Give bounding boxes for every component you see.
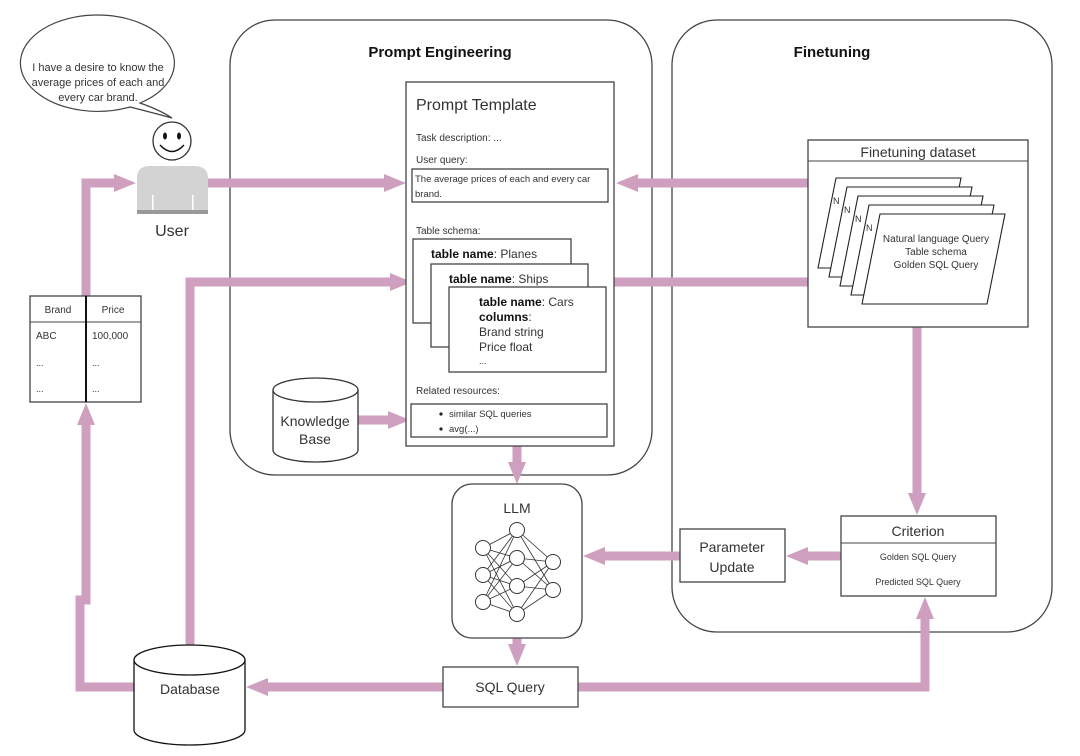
nn-node xyxy=(475,540,491,556)
svg-text:...: ... xyxy=(36,358,44,368)
svg-text:LLM: LLM xyxy=(503,500,530,516)
svg-text:brand.: brand. xyxy=(415,189,442,200)
svg-text:Database: Database xyxy=(160,681,220,697)
svg-text:Base: Base xyxy=(299,431,331,447)
svg-text:Finetuning dataset: Finetuning dataset xyxy=(860,144,975,160)
finetuning-title: Finetuning xyxy=(794,44,871,61)
svg-text:Criterion: Criterion xyxy=(892,523,945,539)
svg-text:ABC: ABC xyxy=(36,331,57,342)
nn-edge xyxy=(482,547,518,587)
svg-text:I have a desire to know the: I have a desire to know the xyxy=(32,62,163,74)
llm-box: LLM xyxy=(451,483,583,639)
svg-text:average prices of each and: average prices of each and xyxy=(32,77,165,89)
svg-text:table name: Ships: table name: Ships xyxy=(449,272,548,286)
svg-text:Brand string: Brand string xyxy=(479,325,544,339)
svg-text:Related resources:: Related resources: xyxy=(416,386,500,397)
criterion-box: Criterion Golden SQL Query Predicted SQL… xyxy=(840,515,997,597)
svg-text:every car brand.: every car brand. xyxy=(58,92,137,104)
nn-node xyxy=(509,522,525,538)
arrow-sql-to-criterion xyxy=(578,597,934,692)
svg-text:Natural language Query: Natural language Query xyxy=(883,234,989,245)
svg-text:...: ... xyxy=(36,384,44,394)
dataset-sample-letter: N xyxy=(866,223,873,233)
svg-text:100,000: 100,000 xyxy=(92,331,129,342)
svg-text:...: ... xyxy=(92,384,100,394)
svg-text:Parameter: Parameter xyxy=(699,539,765,555)
arrow-table-to-user xyxy=(81,174,136,296)
arrows xyxy=(75,174,934,696)
knowledge-base-cylinder: Knowledge Base xyxy=(272,377,359,463)
svg-text:User query:: User query: xyxy=(416,155,468,166)
nn-edge xyxy=(482,547,518,615)
nn-edge xyxy=(482,529,518,576)
nn-node xyxy=(475,567,491,583)
svg-text:...: ... xyxy=(479,356,487,366)
sql-query-box xyxy=(442,666,579,708)
svg-text:Knowledge: Knowledge xyxy=(280,413,349,429)
svg-text:Update: Update xyxy=(709,559,754,575)
nn-node xyxy=(475,594,491,610)
prompt-template: Prompt Template Task description: ... Us… xyxy=(405,81,615,447)
nn-node xyxy=(509,606,525,622)
neural-network-icon xyxy=(475,522,561,622)
nn-node xyxy=(509,578,525,594)
svg-text:Table schema: Table schema xyxy=(905,247,967,258)
svg-text:Predicted SQL Query: Predicted SQL Query xyxy=(875,577,961,587)
smiley-user-icon xyxy=(137,121,208,214)
svg-text:table name: Planes: table name: Planes xyxy=(431,247,537,261)
svg-text:Golden SQL Query: Golden SQL Query xyxy=(880,552,957,562)
nn-edge xyxy=(482,574,518,615)
speech-bubble: I have a desire to know the average pric… xyxy=(19,14,175,119)
svg-text:Price: Price xyxy=(102,305,125,316)
svg-text:columns:: columns: xyxy=(479,310,532,324)
nn-edge xyxy=(516,529,554,563)
arrow-database-to-table xyxy=(75,403,134,692)
parameter-update-box: Parameter Update xyxy=(679,528,786,583)
svg-text:avg(...): avg(...) xyxy=(449,424,479,435)
sql-query-label: SQL Query xyxy=(475,679,545,695)
svg-text:Task description: ...: Task description: ... xyxy=(416,133,502,144)
dataset-sample-card xyxy=(861,213,1006,305)
dataset-sample-stack xyxy=(817,177,1006,305)
dataset-sample-letter: N xyxy=(855,214,862,224)
nn-edge xyxy=(482,529,518,603)
svg-text:Golden SQL Query: Golden SQL Query xyxy=(894,260,979,271)
database-cylinder: Database xyxy=(133,644,246,746)
nn-node xyxy=(509,550,525,566)
svg-text:Prompt Template: Prompt Template xyxy=(416,97,537,114)
nn-edge xyxy=(482,557,518,603)
svg-text:similar SQL queries: similar SQL queries xyxy=(449,409,532,420)
result-table: Brand Price ABC 100,000 ... ... ... ... xyxy=(29,295,142,403)
svg-text:Table schema:: Table schema: xyxy=(416,226,480,237)
nn-node xyxy=(545,582,561,598)
user-label: User xyxy=(155,223,189,240)
nn-node xyxy=(545,554,561,570)
nn-edge xyxy=(516,561,554,615)
svg-text:Price float: Price float xyxy=(479,340,533,354)
svg-text:table name: Cars: table name: Cars xyxy=(479,295,574,309)
svg-text:...: ... xyxy=(92,358,100,368)
dataset-sample-letter: N xyxy=(844,205,851,215)
arrow-database-to-schema xyxy=(185,273,412,645)
prompt-engineering-title: Prompt Engineering xyxy=(368,44,511,61)
user-query-text: The average prices of each and every car xyxy=(415,174,590,185)
svg-text:Brand: Brand xyxy=(45,305,72,316)
dataset-sample-letter: N xyxy=(833,196,840,206)
